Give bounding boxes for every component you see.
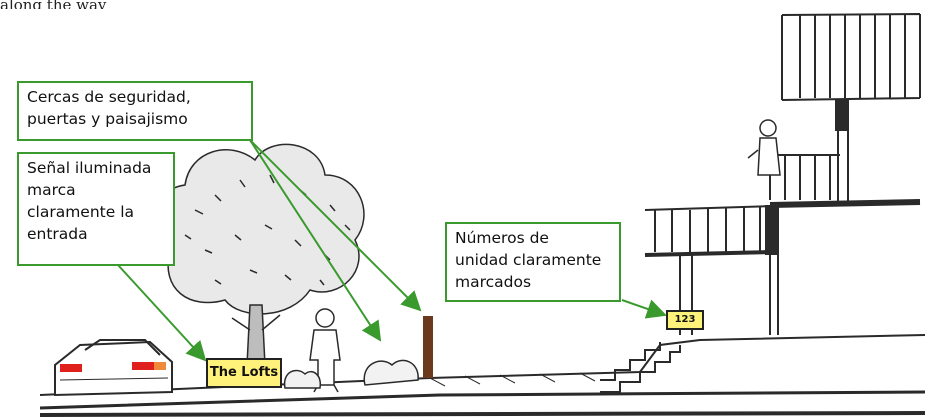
callout-fences: Cercas de seguridad, puertas y paisajism…: [17, 81, 253, 141]
pointer-arrows: [117, 139, 667, 362]
cropped-caption-fragment: along the way: [0, 0, 107, 9]
steps: [600, 342, 681, 393]
fence-post: [423, 316, 433, 378]
callout-illuminated-sign: Señal iluminada marca claramente la entr…: [17, 152, 175, 266]
car: [54, 339, 173, 397]
floor-slab: [769, 199, 921, 208]
resident: [747, 119, 781, 176]
unit-number-plate: 123: [666, 310, 704, 330]
shrubs: [283, 359, 419, 389]
lower-balcony: [644, 205, 779, 335]
upper-windows: [781, 13, 921, 101]
lofts-sign: The Lofts: [206, 358, 282, 388]
callout-unit-numbers: Números de unidad claramente marcados: [445, 222, 621, 302]
